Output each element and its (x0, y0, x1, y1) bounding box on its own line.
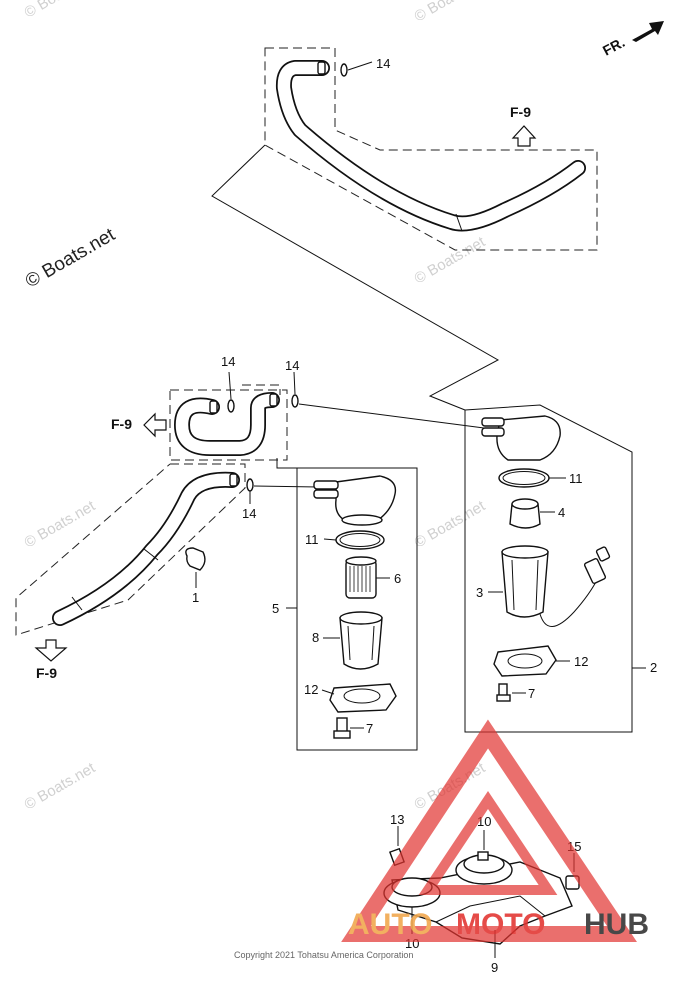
callout-14: 14 (376, 56, 390, 71)
watermark-faint: © Boats.net (22, 759, 99, 813)
watermark-faint: © Boats.net (412, 0, 489, 25)
automotohub-logo: AUTO MOTO HUB (341, 719, 649, 942)
callout-11: 11 (569, 471, 583, 486)
callout-5: 5 (272, 601, 279, 616)
callout-9: 9 (491, 960, 498, 975)
left-arrow-icon (143, 412, 167, 438)
watermark-faint: © Boats.net (22, 497, 99, 551)
hose-clip (246, 478, 254, 492)
gasket-12 (493, 645, 557, 677)
reference-label: F-9 (111, 416, 132, 432)
callout-14: 14 (221, 354, 235, 369)
callout-7: 7 (366, 721, 373, 736)
front-direction-indicator: FR. (600, 21, 664, 59)
bolt-7 (498, 683, 508, 697)
callout-7: 7 (528, 686, 535, 701)
logo-moto-text: MOTO (456, 908, 545, 941)
callout-4: 4 (558, 505, 565, 520)
watermark-faint: © Boats.net (412, 233, 489, 287)
callout-14: 14 (242, 506, 256, 521)
sensor-connector (583, 558, 607, 584)
top-hose-group: 14 (211, 47, 598, 411)
hose-clip (340, 63, 348, 77)
front-arrow-icon (632, 21, 664, 42)
filter-cup-8 (339, 617, 383, 670)
front-direction-label: FR. (600, 34, 627, 59)
callout-14: 14 (285, 358, 299, 373)
long-hose-boundary (15, 463, 246, 636)
reference-f9-bottom: F-9 (34, 639, 68, 681)
fuel-filter-assembly-5: 5 11 6 8 12 (272, 458, 418, 751)
reference-label: F-9 (36, 665, 57, 681)
callout-13: 13 (390, 812, 404, 827)
clamp-part-1 (185, 547, 206, 571)
logo-hub-text: HUB (584, 908, 649, 941)
fuel-filter-assembly-2: 2 11 4 3 12 7 (464, 404, 657, 733)
reference-label: F-9 (510, 104, 531, 120)
down-arrow-icon (34, 639, 68, 662)
logo-auto-text: AUTO (348, 908, 432, 941)
callout-2: 2 (650, 660, 657, 675)
watermark-faint: © Boats.net (22, 0, 99, 21)
callout-8: 8 (312, 630, 319, 645)
watermark-faint: © Boats.net (412, 497, 489, 551)
callout-1: 1 (192, 590, 199, 605)
up-arrow-icon (511, 125, 537, 147)
gasket-12 (329, 683, 397, 713)
top-hose-boundary (264, 47, 598, 251)
hose-clip (227, 399, 235, 413)
callout-6: 6 (394, 571, 401, 586)
callout-12: 12 (574, 654, 588, 669)
small-hose-boundary (169, 389, 288, 461)
callout-3: 3 (476, 585, 483, 600)
watermark-main: © Boats.net (22, 224, 119, 292)
bolt-7 (336, 717, 348, 733)
middle-hose-group: 14 14 14 1 (15, 354, 485, 636)
callout-12: 12 (304, 682, 318, 697)
filter-cup-3 (501, 551, 549, 618)
float-4 (509, 503, 541, 529)
hose-clip (291, 394, 299, 408)
reference-f9-top: F-9 (510, 104, 537, 147)
copyright-text: Copyright 2021 Tohatsu America Corporati… (234, 950, 413, 960)
reference-f9-left: F-9 (111, 412, 167, 438)
callout-11: 11 (305, 532, 319, 547)
